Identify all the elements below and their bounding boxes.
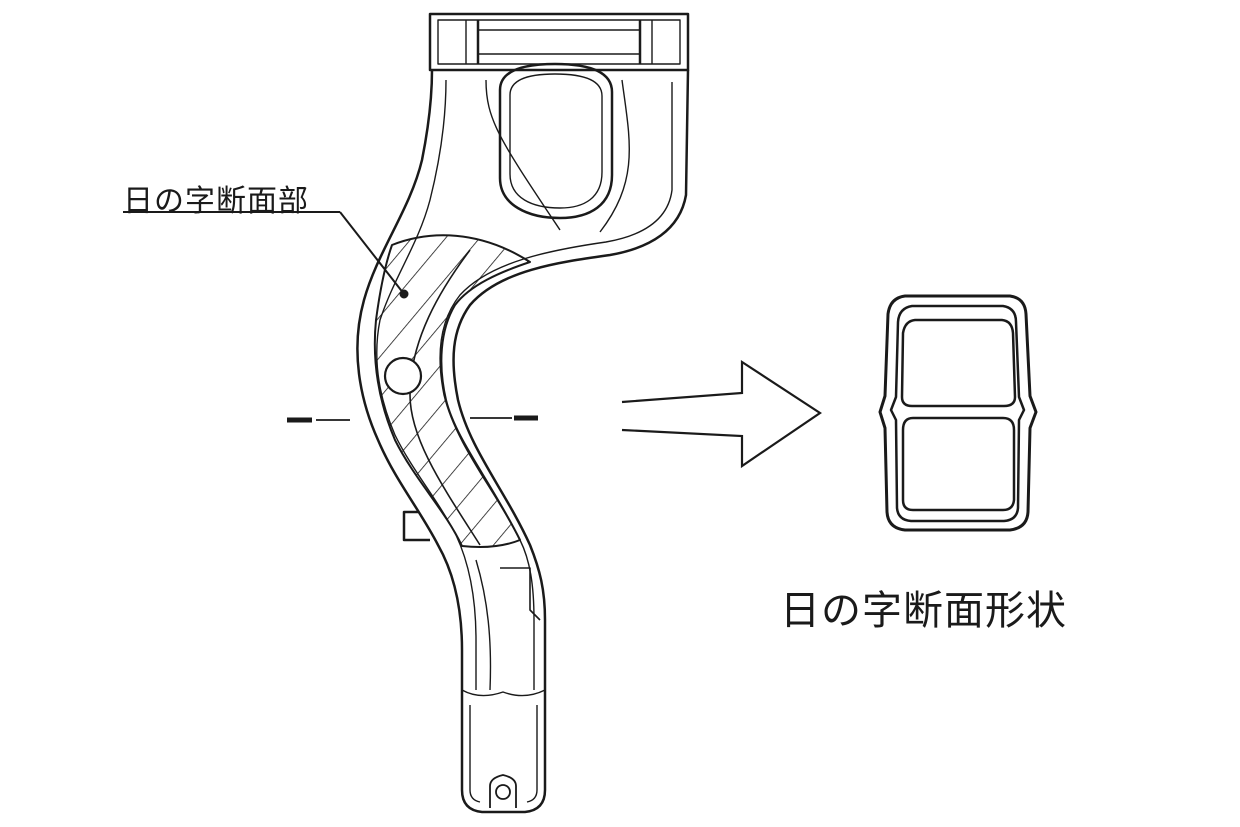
arm-outline <box>356 69 690 814</box>
round-boss <box>383 356 423 396</box>
cross-section-shape <box>878 294 1038 532</box>
leader-line <box>123 211 409 299</box>
bottom-bolt <box>489 774 517 808</box>
arm-opening <box>498 62 614 220</box>
section-shape-label: 日の字断面形状 <box>780 588 1067 634</box>
hatched-section-region <box>373 234 531 549</box>
section-cut-marks <box>287 415 538 423</box>
arrow-icon <box>621 359 822 469</box>
suspension-arm-drawing <box>356 12 690 814</box>
section-part-label: 日の字断面部 <box>123 184 309 219</box>
top-bracket <box>428 12 690 72</box>
